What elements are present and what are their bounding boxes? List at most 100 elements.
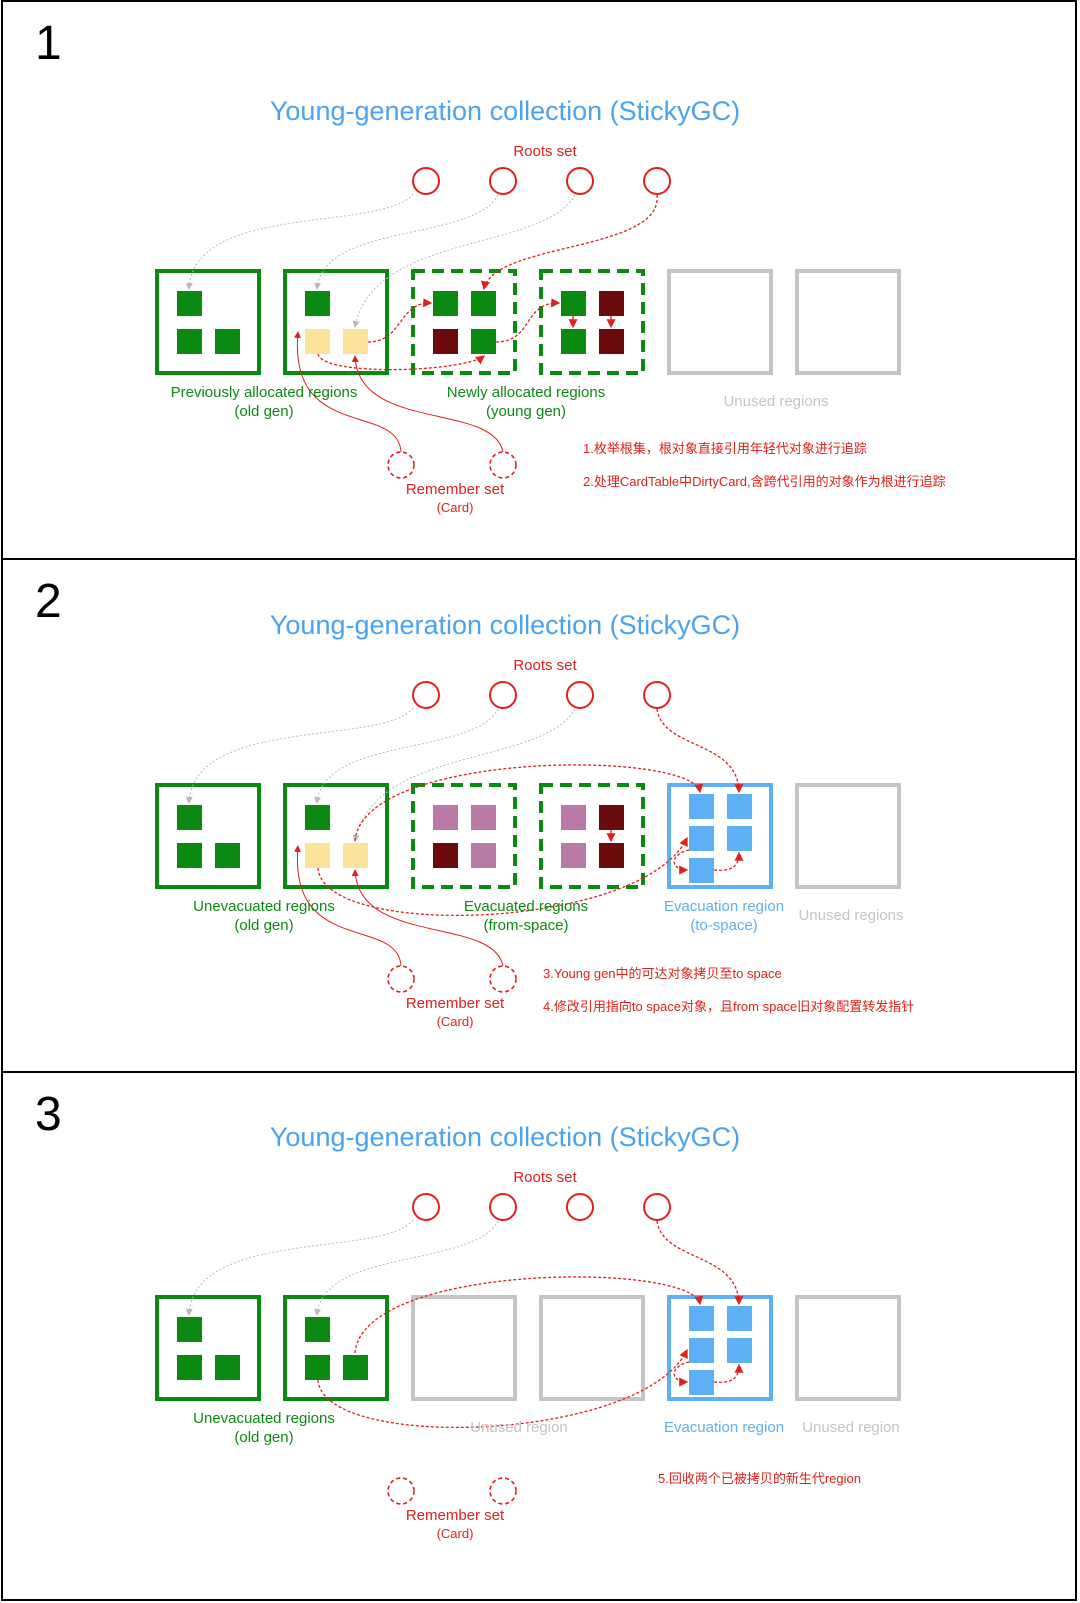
unused-region	[795, 1295, 901, 1401]
live-object	[305, 1355, 330, 1380]
object-reference-arrow	[495, 298, 561, 343]
copied-object	[689, 826, 714, 851]
live-object	[471, 291, 496, 316]
copied-object	[689, 1370, 714, 1395]
card-object	[343, 329, 368, 354]
roots-label: Roots set	[513, 1169, 577, 1186]
root-node	[643, 167, 671, 195]
live-object	[177, 805, 202, 830]
live-object	[215, 843, 240, 868]
forward-reference-arrow	[354, 1276, 704, 1354]
dead-object	[599, 805, 624, 830]
copied-object	[727, 826, 752, 851]
unused-region	[539, 1295, 645, 1401]
unused-region	[411, 1295, 517, 1401]
remember-set-label: Remember set	[406, 481, 505, 498]
live-object	[305, 291, 330, 316]
root-node	[412, 167, 440, 195]
unused-region	[795, 783, 901, 889]
old-gen-region	[155, 1295, 261, 1401]
card-object	[343, 843, 368, 868]
object-reference-arrow	[673, 1361, 690, 1387]
region-label: Evacuated regions	[464, 898, 588, 915]
dead-object	[599, 843, 624, 868]
region-label: (to-space)	[690, 917, 758, 934]
diagram-2: Young-generation collection (StickyGC) R…	[155, 610, 914, 1029]
root-reference-arrow	[314, 1220, 499, 1316]
region-label: Unused region	[470, 1419, 568, 1436]
region-label: Evacuation region	[664, 898, 784, 915]
forward-reference-arrow	[354, 764, 704, 842]
evacuated-object	[471, 843, 496, 868]
evacuated-object	[471, 805, 496, 830]
remember-set-card	[489, 451, 517, 479]
panel-number: 3	[35, 1088, 62, 1141]
live-object	[215, 1355, 240, 1380]
region-label: Evacuation region	[664, 1419, 784, 1436]
remember-set-arrow	[293, 845, 402, 967]
root-node	[566, 1193, 594, 1221]
panel-number: 1	[35, 17, 62, 70]
region-label: (old gen)	[234, 1429, 293, 1446]
remember-set-sublabel: (Card)	[437, 500, 474, 515]
root-node	[643, 681, 671, 709]
panel-2: 2 Young-generation collection (StickyGC)…	[1, 558, 1077, 1073]
note: 4.修改引用指向to space对象，且from space旧对象配置转发指针	[543, 999, 914, 1014]
region-label: Unused regions	[723, 393, 828, 410]
from-space-region	[539, 783, 645, 889]
note: 1.枚举根集，根对象直接引用年轻代对象进行追踪	[583, 441, 867, 456]
note: 5.回收两个已被拷贝的新生代region	[658, 1471, 861, 1486]
forward-reference-arrow	[317, 1348, 688, 1429]
live-object	[177, 291, 202, 316]
root-node	[643, 1193, 671, 1221]
region-label: Previously allocated regions	[171, 384, 358, 401]
live-object	[305, 1317, 330, 1342]
live-object	[305, 805, 330, 830]
live-object	[343, 1355, 368, 1380]
live-object	[177, 843, 202, 868]
copied-object	[689, 1306, 714, 1331]
live-object	[471, 329, 496, 354]
card-object	[305, 329, 330, 354]
root-reference-arrow	[314, 194, 499, 290]
roots-label: Roots set	[513, 657, 577, 674]
old-gen-region	[283, 1295, 389, 1401]
copied-object	[689, 794, 714, 819]
region-label: Unused region	[802, 1419, 900, 1436]
unused-region	[667, 269, 773, 375]
live-object	[177, 329, 202, 354]
root-node	[412, 1193, 440, 1221]
panel-number: 2	[35, 575, 62, 628]
old-gen-region	[155, 269, 261, 375]
diagram-title: Young-generation collection (StickyGC)	[270, 96, 740, 126]
remember-set-label: Remember set	[406, 995, 505, 1012]
evacuated-object	[433, 805, 458, 830]
live-object	[561, 329, 586, 354]
roots-label: Roots set	[513, 143, 577, 160]
old-gen-region	[283, 783, 389, 889]
root-reference-arrow	[481, 194, 658, 291]
note: 2.处理CardTable中DirtyCard,含跨代引用的对象作为根进行追踪	[583, 474, 946, 489]
root-node	[566, 681, 594, 709]
root-node	[489, 167, 517, 195]
dead-object	[433, 329, 458, 354]
live-object	[177, 1317, 202, 1342]
copied-object	[689, 858, 714, 883]
panel-3: 3 Young-generation collection (StickyGC)…	[1, 1071, 1077, 1601]
young-gen-region	[411, 269, 517, 375]
region-label: (old gen)	[234, 917, 293, 934]
diagram-1: Young-generation collection (StickyGC) R…	[155, 96, 946, 515]
root-reference-arrow	[352, 708, 576, 842]
region-label: (young gen)	[486, 403, 566, 420]
remember-set-sublabel: (Card)	[437, 1014, 474, 1029]
unused-region	[795, 269, 901, 375]
old-gen-region	[283, 269, 389, 375]
root-reference-arrow	[185, 1219, 414, 1316]
remember-set-card	[387, 965, 415, 993]
young-gen-region	[539, 269, 645, 375]
root-reference-arrow	[352, 194, 576, 328]
root-reference-arrow	[185, 707, 414, 804]
remember-set-arrow	[351, 869, 504, 967]
remember-set-card	[489, 1477, 517, 1505]
dead-object	[433, 843, 458, 868]
